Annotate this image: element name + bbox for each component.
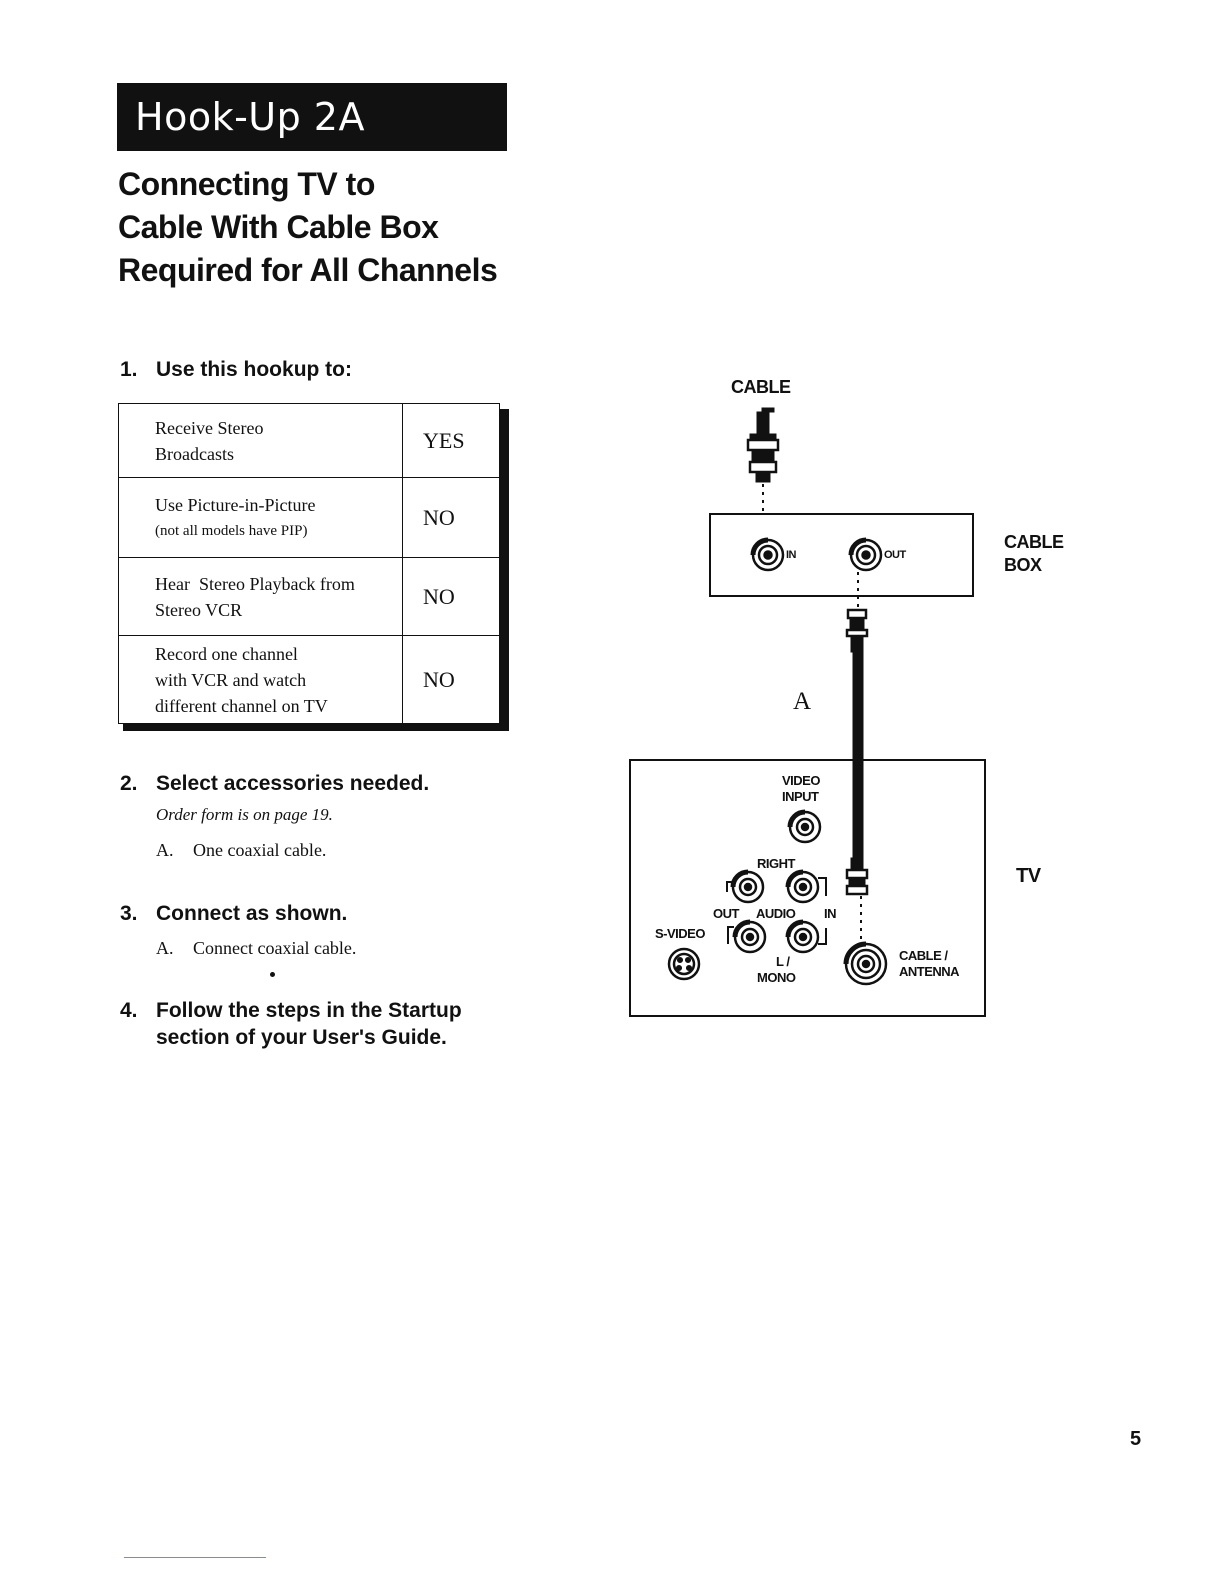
- step-title: Use this hookup to:: [156, 358, 352, 381]
- cable-antenna-jack-icon: [843, 941, 888, 986]
- page-title-line: Connecting TV to: [118, 166, 375, 202]
- table-cell-feature: Hear Stereo Playback from Stereo VCR: [118, 557, 403, 636]
- s-video-jack-icon: [667, 947, 701, 981]
- bullet-dot: [270, 972, 275, 977]
- step-number: 2.: [120, 772, 138, 795]
- cell-line: Broadcasts: [155, 443, 234, 464]
- label-line: MONO: [757, 970, 796, 985]
- step-number: 4.: [120, 999, 138, 1022]
- l-mono-label: L / MONO: [757, 954, 796, 986]
- cable-antenna-label: CABLE / ANTENNA: [899, 948, 960, 980]
- label-line: VIDEO: [782, 773, 820, 788]
- s-video-label: S-VIDEO: [655, 926, 705, 941]
- page-number: 5: [1130, 1428, 1142, 1450]
- label-line: L /: [776, 954, 790, 969]
- bracket-line: [727, 926, 734, 944]
- table-cell-answer: NO: [402, 635, 500, 724]
- step-number: 1.: [120, 358, 138, 381]
- audio-label: AUDIO: [756, 906, 796, 921]
- audio-out-left-jack-icon: [732, 919, 767, 954]
- step-4-heading: 4. Follow the steps in the Startup sectio…: [120, 997, 462, 1051]
- connect-item: A. Connect coaxial cable.: [156, 938, 356, 959]
- label-line: CABLE: [1004, 532, 1064, 552]
- item-letter: A.: [156, 840, 174, 860]
- video-input-jack-icon: [787, 809, 822, 844]
- label-line: CABLE /: [899, 948, 948, 963]
- audio-in-left-jack-icon: [785, 919, 820, 954]
- cable-label: CABLE: [731, 377, 791, 397]
- audio-in-right-jack-icon: [785, 869, 820, 904]
- cable-box-in-jack-icon: [750, 537, 785, 572]
- table-cell-answer: YES: [402, 403, 500, 478]
- table-row: Record one channel with VCR and watch di…: [118, 635, 500, 724]
- cell-line: Hear Stereo Playback from: [155, 573, 355, 594]
- table-cell-feature: Receive Stereo Broadcasts: [118, 403, 403, 478]
- accessory-item: A. One coaxial cable.: [156, 840, 326, 861]
- step-2-heading: 2. Select accessories needed.: [120, 772, 429, 796]
- order-form-note: Order form is on page 19.: [156, 805, 333, 824]
- step-title: Select accessories needed.: [156, 772, 430, 795]
- step-number: 3.: [120, 902, 138, 925]
- footer-rule: [124, 1557, 266, 1558]
- bracket-line: [726, 881, 734, 892]
- page-title-line: Cable With Cable Box: [118, 209, 439, 245]
- out-label: OUT: [713, 906, 739, 921]
- tv-panel: [629, 759, 986, 1017]
- coaxial-cable-a: [845, 608, 869, 896]
- cell-line: Use Picture-in-Picture: [155, 494, 316, 515]
- table-row: Use Picture-in-Picture (not all models h…: [118, 477, 500, 558]
- step-1-heading: 1. Use this hookup to:: [120, 358, 352, 382]
- table-row: Hear Stereo Playback from Stereo VCR NO: [118, 557, 500, 636]
- bracket-line: [818, 877, 827, 896]
- step-title: Follow the steps in the Startup: [156, 999, 462, 1022]
- cell-note: (not all models have PIP): [155, 522, 308, 539]
- step-title: section of your User's Guide.: [156, 1026, 447, 1049]
- box-in-label: IN: [786, 549, 797, 561]
- label-line: ANTENNA: [899, 964, 960, 979]
- cell-line: Record one channel: [155, 643, 298, 664]
- tv-label: TV: [1016, 865, 1041, 887]
- page-title-line: Required for All Channels: [118, 252, 498, 288]
- label-line: INPUT: [782, 789, 819, 804]
- cable-box-label: CABLE BOX: [1004, 531, 1064, 577]
- video-input-label: VIDEO INPUT: [782, 773, 820, 805]
- in-label: IN: [824, 906, 837, 921]
- cable-box-out-jack-icon: [848, 537, 883, 572]
- right-label: RIGHT: [757, 856, 795, 871]
- item-letter: A.: [156, 938, 174, 958]
- audio-out-right-jack-icon: [730, 869, 765, 904]
- item-text: Connect coaxial cable.: [193, 938, 357, 958]
- table-cell-feature: Use Picture-in-Picture (not all models h…: [118, 477, 403, 558]
- table-cell-feature: Record one channel with VCR and watch di…: [118, 635, 403, 724]
- step-title: Connect as shown.: [156, 902, 348, 925]
- cell-line: Stereo VCR: [155, 599, 243, 620]
- table-row: Receive Stereo Broadcasts YES: [118, 403, 500, 478]
- table-cell-answer: NO: [402, 557, 500, 636]
- table-cell-answer: NO: [402, 477, 500, 558]
- cable-letter-label: A: [793, 688, 812, 715]
- cable-connector-icon: [746, 407, 780, 483]
- box-out-label: OUT: [884, 549, 906, 561]
- cell-line: Receive Stereo: [155, 417, 264, 438]
- step-3-heading: 3. Connect as shown.: [120, 902, 347, 926]
- label-line: BOX: [1004, 555, 1042, 575]
- cell-line: with VCR and watch: [155, 669, 307, 690]
- hookup-capability-table: Receive Stereo Broadcasts YES Use Pictur…: [118, 403, 500, 724]
- page-title: Connecting TV to Cable With Cable Box Re…: [118, 163, 638, 292]
- item-text: One coaxial cable.: [193, 840, 327, 860]
- cable-box: [709, 513, 974, 597]
- section-banner: Hook-Up 2A: [117, 83, 507, 151]
- bracket-line: [818, 928, 827, 945]
- cell-line: different channel on TV: [155, 695, 328, 716]
